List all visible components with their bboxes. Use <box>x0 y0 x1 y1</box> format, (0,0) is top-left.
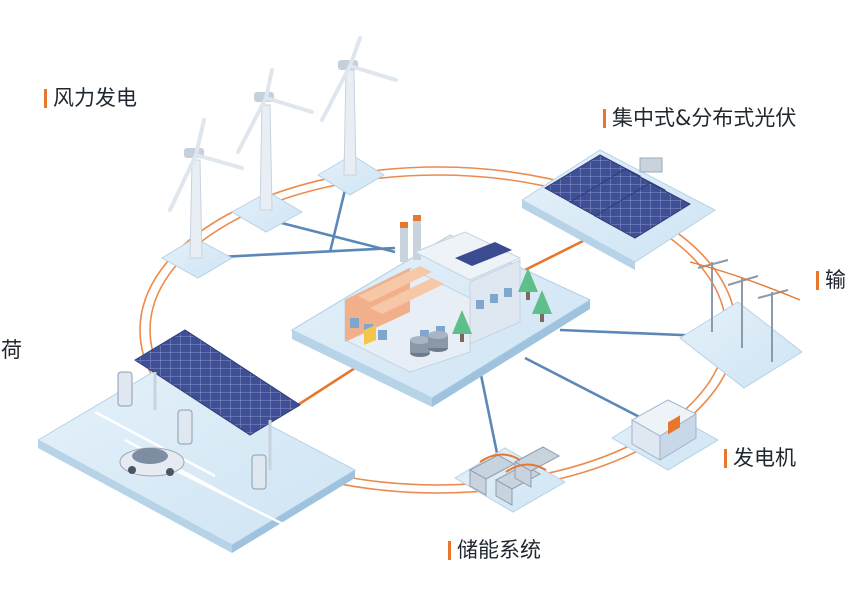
label-pv-text: 集中式&分布式光伏 <box>612 106 797 130</box>
label-wind-power: 风力发电 <box>44 88 137 109</box>
label-transmission-text: 输 <box>825 268 845 292</box>
transmission-platform <box>679 259 803 389</box>
storage-platform <box>454 446 567 513</box>
ev-charging-platform <box>36 329 357 553</box>
accent-bar <box>816 271 819 290</box>
connection-links <box>199 189 706 459</box>
accent-bar <box>44 89 47 108</box>
wind-turbine-2 <box>236 68 314 211</box>
factory-building <box>344 215 522 373</box>
label-storage-text: 储能系统 <box>457 538 541 562</box>
label-generator: 发电机 <box>724 448 796 469</box>
label-load: 负荷 <box>0 340 22 361</box>
label-pv: 集中式&分布式光伏 <box>603 108 796 129</box>
accent-bar <box>448 541 451 560</box>
generator-platform <box>611 399 720 471</box>
trees <box>452 268 552 342</box>
label-generator-text: 发电机 <box>733 446 796 470</box>
label-load-text: 负荷 <box>0 338 22 362</box>
electric-car <box>119 447 185 477</box>
label-transmission: 输 <box>816 270 845 291</box>
label-storage: 储能系统 <box>448 540 541 561</box>
pv-farm <box>521 149 716 270</box>
label-wind-power-text: 风力发电 <box>53 86 137 110</box>
accent-bar <box>603 109 606 128</box>
wind-turbine-1 <box>168 118 244 259</box>
wind-turbine-3 <box>320 36 398 176</box>
orange-links <box>289 238 586 412</box>
accent-bar <box>724 449 727 468</box>
